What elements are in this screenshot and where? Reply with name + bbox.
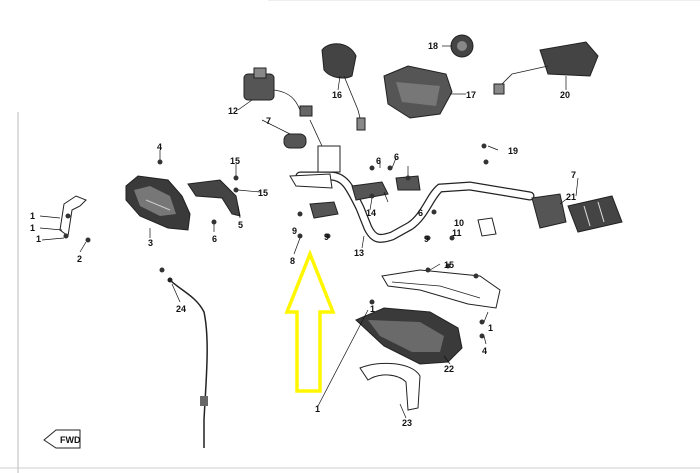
right-switch-grip — [531, 193, 623, 233]
callout-9: 9 — [424, 234, 429, 244]
callout-4: 4 — [482, 346, 487, 356]
callout-1: 1 — [36, 234, 41, 244]
callout-2: 2 — [77, 254, 82, 264]
callout-22: 22 — [444, 364, 454, 374]
callout-20: 20 — [560, 90, 570, 100]
throttle-cable — [167, 277, 208, 448]
callout-17: 17 — [466, 90, 476, 100]
callout-15: 15 — [444, 260, 454, 270]
callout-14: 14 — [366, 208, 376, 218]
callout-1: 1 — [30, 211, 35, 221]
callout-labels: 1 1 1 1 1 1 2 3 4 4 5 6 6 6 6 7 7 8 9 9 … — [30, 41, 576, 428]
callout-12: 12 — [228, 106, 238, 116]
handlebar-clamp — [351, 175, 421, 201]
callout-15: 15 — [258, 188, 268, 198]
callout-6: 6 — [376, 156, 381, 166]
fwd-label: FWD — [60, 435, 81, 445]
callout-21: 21 — [566, 192, 576, 202]
callout-6: 6 — [212, 234, 217, 244]
callout-1: 1 — [30, 223, 35, 233]
fasteners — [63, 143, 489, 339]
guard-mount-bracket — [187, 179, 241, 217]
left-handguard — [125, 175, 191, 231]
right-handguard — [355, 307, 463, 365]
callout-18: 18 — [428, 41, 438, 51]
left-guard-bracket — [59, 195, 87, 237]
handlebar — [295, 171, 535, 243]
callout-3: 3 — [148, 238, 153, 248]
highlight-arrow — [284, 249, 336, 393]
guard-trim — [359, 362, 421, 411]
headlight-cover — [383, 65, 453, 119]
callout-11: 11 — [452, 228, 462, 238]
callout-1: 1 — [315, 404, 320, 414]
callout-5: 5 — [238, 220, 243, 230]
callout-6: 6 — [394, 152, 399, 162]
callout-1: 1 — [488, 323, 493, 333]
left-mirror — [321, 43, 366, 131]
clutch-switch-assembly — [243, 67, 313, 117]
callout-4: 4 — [157, 142, 162, 152]
callout-1: 1 — [370, 304, 375, 314]
callout-9: 9 — [292, 226, 297, 236]
left-lever-assembly — [283, 119, 341, 189]
callout-19: 19 — [508, 146, 518, 156]
right-guard-bar — [381, 269, 501, 309]
callout-6: 6 — [418, 208, 423, 218]
callout-9: 9 — [324, 232, 329, 242]
callout-7: 7 — [266, 116, 271, 126]
callout-16: 16 — [332, 90, 342, 100]
callout-24: 24 — [176, 304, 186, 314]
leader-lines — [39, 45, 579, 419]
fwd-arrow: FWD — [43, 429, 81, 449]
callout-7: 7 — [571, 170, 576, 180]
callout-8: 8 — [290, 256, 295, 266]
callout-13: 13 — [354, 248, 364, 258]
fuel-cap — [450, 34, 474, 58]
right-mirror — [493, 41, 599, 95]
callout-10: 10 — [454, 218, 464, 228]
lever-clamp — [309, 201, 339, 219]
callout-23: 23 — [402, 418, 412, 428]
callout-15: 15 — [230, 156, 240, 166]
right-bracket — [477, 217, 497, 237]
